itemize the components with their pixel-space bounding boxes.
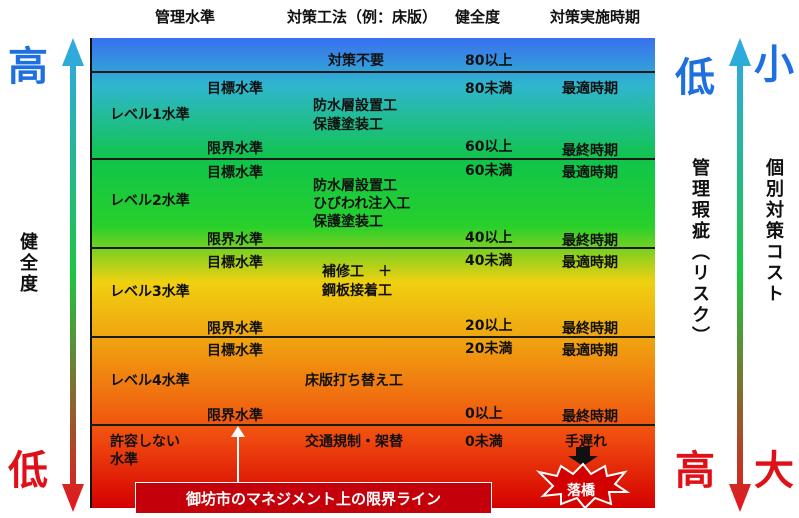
unacceptable-name-2: 水準 bbox=[110, 452, 138, 468]
l2-method-2: ひびわれ注入工 bbox=[313, 196, 411, 212]
right-axis-2-label: 個別対策コスト bbox=[763, 158, 784, 305]
l2-name: レベル2水準 bbox=[110, 193, 190, 209]
l3-name: レベル3水準 bbox=[110, 284, 190, 300]
unacceptable-name-1: 許容しない bbox=[110, 434, 180, 450]
l2-health-top: 60未満 bbox=[465, 163, 513, 179]
header-timing: 対策実施時期 bbox=[550, 8, 641, 26]
left-axis-bottom: 低 bbox=[8, 448, 48, 494]
l3-timing-bottom: 最終時期 bbox=[562, 321, 618, 337]
panel-left-line bbox=[90, 38, 92, 508]
l4-health-bottom: 0以上 bbox=[465, 406, 503, 422]
right-axis-1-top: 低 bbox=[675, 55, 715, 101]
collapse-burst-icon bbox=[535, 447, 630, 510]
separator-1 bbox=[90, 71, 655, 73]
l3-method-1: 補修工 ＋ bbox=[322, 264, 392, 280]
l4-timing-bottom: 最終時期 bbox=[562, 409, 618, 425]
l4-name: レベル4水準 bbox=[110, 373, 190, 389]
l3-limit: 限界水準 bbox=[207, 321, 263, 337]
l4-method-1: 床版打ち替え工 bbox=[305, 373, 403, 389]
right-axis-2-top: 小 bbox=[754, 42, 794, 88]
right-axis-1-label: 管理瑕疵（リスク） bbox=[689, 158, 710, 347]
separator-4 bbox=[90, 336, 655, 338]
l1-target: 目標水準 bbox=[207, 81, 263, 97]
l3-health-top: 40未満 bbox=[465, 253, 513, 269]
l1-name: レベル1水準 bbox=[110, 107, 190, 123]
l3-health-bottom: 20以上 bbox=[465, 318, 513, 334]
right-axis-arrow-icon bbox=[729, 38, 751, 512]
health-none: 80以上 bbox=[465, 53, 513, 69]
l1-method-2: 保護塗装工 bbox=[313, 117, 383, 133]
method-none: 対策不要 bbox=[328, 53, 384, 69]
unacceptable-method: 交通規制・架替 bbox=[305, 434, 403, 450]
l1-timing-top: 最適時期 bbox=[562, 81, 618, 97]
l1-health-top: 80未満 bbox=[465, 81, 513, 97]
l4-health-top: 20未満 bbox=[465, 341, 513, 357]
l4-limit: 限界水準 bbox=[207, 408, 263, 424]
l1-method-1: 防水層設置工 bbox=[313, 98, 397, 114]
l1-health-bottom: 60以上 bbox=[465, 139, 513, 155]
header-health: 健全度 bbox=[455, 8, 501, 26]
header-method: 対策工法（例：床版） bbox=[287, 8, 438, 26]
separator-5 bbox=[90, 424, 655, 426]
burst-shape bbox=[535, 462, 630, 510]
l2-health-bottom: 40以上 bbox=[465, 230, 513, 246]
unacceptable-health: 0未満 bbox=[465, 434, 503, 450]
l3-method-2: 鋼板接着工 bbox=[322, 283, 392, 299]
right-axis-1-bottom: 高 bbox=[675, 448, 715, 494]
l2-target: 目標水準 bbox=[207, 165, 263, 181]
down-arrow-head bbox=[568, 456, 598, 466]
l4-target: 目標水準 bbox=[207, 343, 263, 359]
l3-timing-top: 最適時期 bbox=[562, 255, 618, 271]
l2-timing-bottom: 最終時期 bbox=[562, 233, 618, 249]
burst-label: 落橋 bbox=[567, 483, 595, 499]
l2-limit: 限界水準 bbox=[207, 232, 263, 248]
l2-method-1: 防水層設置工 bbox=[313, 178, 397, 194]
level-panel bbox=[90, 38, 655, 508]
left-axis-arrow-icon bbox=[62, 38, 84, 512]
up-arrow-icon bbox=[231, 426, 245, 483]
header-level: 管理水準 bbox=[155, 8, 216, 26]
right-axis-2-bottom: 大 bbox=[754, 448, 794, 494]
l1-limit: 限界水準 bbox=[207, 141, 263, 157]
left-axis-top: 高 bbox=[8, 44, 48, 90]
down-arrow-shaft bbox=[576, 447, 590, 456]
limit-line-label: 御坊市のマネジメント上の限界ライン bbox=[135, 482, 492, 514]
separator-3 bbox=[90, 247, 655, 249]
l4-timing-top: 最適時期 bbox=[562, 343, 618, 359]
unacceptable-timing: 手遅れ bbox=[565, 434, 607, 450]
l1-timing-bottom: 最終時期 bbox=[562, 143, 618, 159]
separator-2 bbox=[90, 158, 655, 160]
l2-timing-top: 最適時期 bbox=[562, 165, 618, 181]
l2-method-3: 保護塗装工 bbox=[313, 214, 383, 230]
left-axis-label: 健全度 bbox=[17, 232, 38, 295]
l3-target: 目標水準 bbox=[207, 255, 263, 271]
